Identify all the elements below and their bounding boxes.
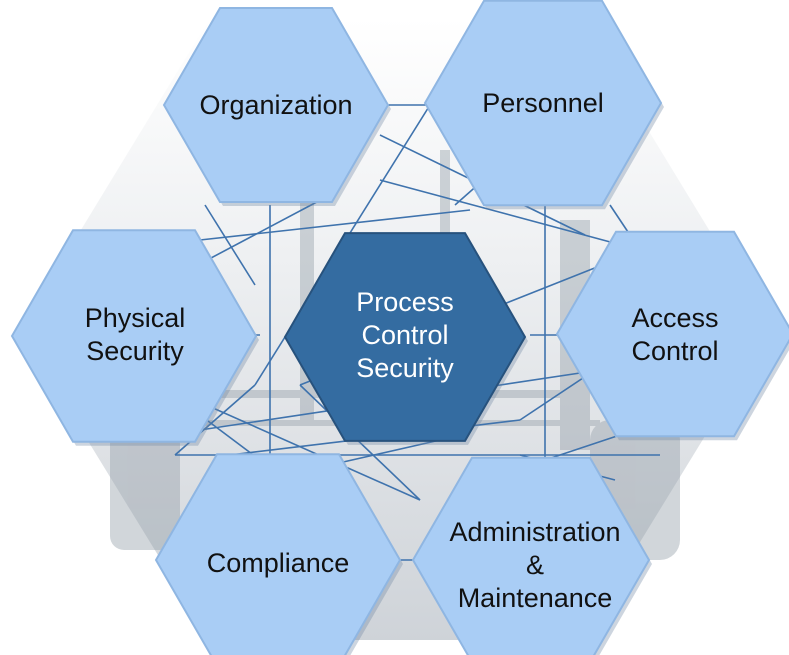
connector-line [329, 439, 441, 466]
hexagon-center [283, 232, 527, 442]
hexagon-administration-maintenance [411, 456, 651, 655]
connector-line [199, 209, 471, 241]
hexagon-organization [162, 7, 390, 203]
connector-line [379, 179, 641, 251]
hexagon-access-control [555, 230, 789, 438]
hexagon-physical-security [10, 229, 258, 443]
connector-line [194, 399, 421, 501]
connector-line [299, 384, 421, 501]
connector-line [174, 384, 256, 456]
hexagon-personnel [423, 0, 663, 207]
tank [110, 430, 180, 550]
hexagons [10, 0, 789, 655]
hexagon-compliance [154, 453, 402, 655]
connector-line [204, 204, 256, 286]
connector-line [544, 434, 621, 461]
